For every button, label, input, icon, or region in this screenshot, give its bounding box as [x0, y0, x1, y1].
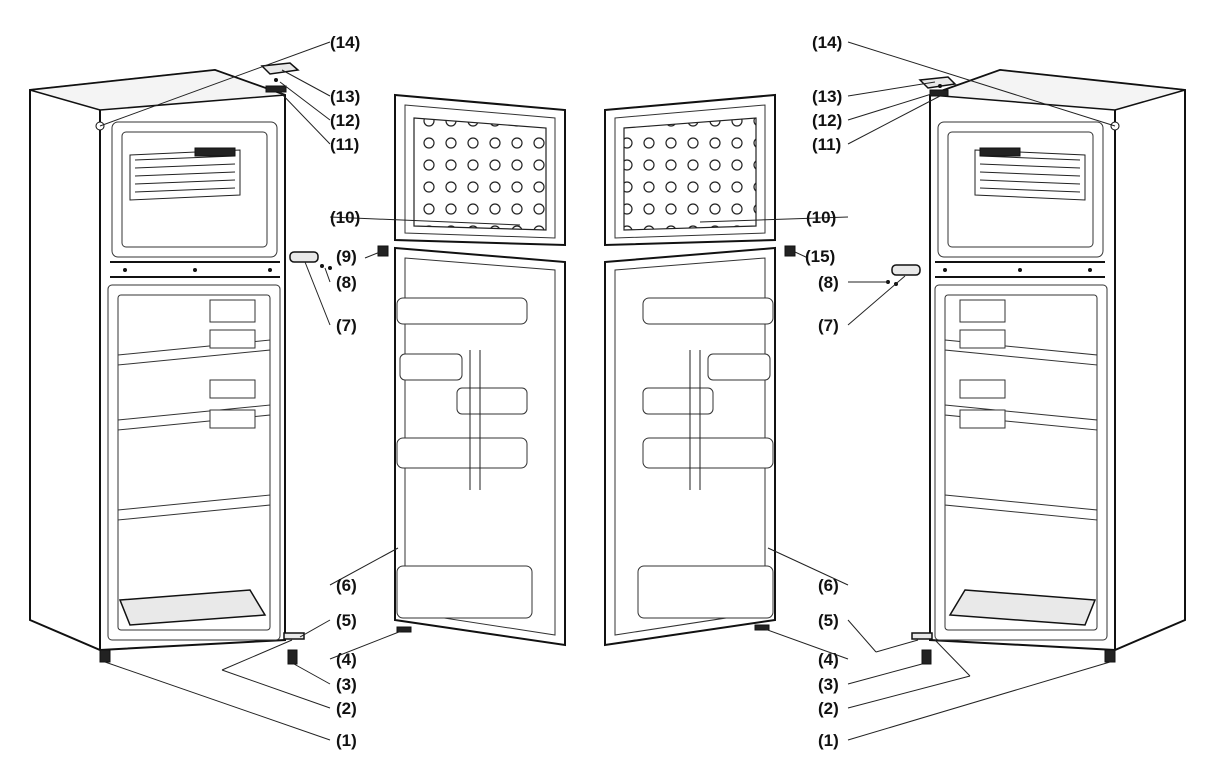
right-freezer-door: [604, 93, 776, 247]
leader-lines: [99, 41, 1116, 741]
label-13-left: (13): [330, 87, 360, 106]
label-13-right: (13): [812, 87, 842, 106]
label-10-right: (10): [806, 208, 836, 227]
label-7-left: (7): [336, 316, 357, 335]
label-7-right: (7): [818, 316, 839, 335]
label-5-right: (5): [818, 611, 839, 630]
small-parts: [260, 62, 957, 665]
label-6-left: (6): [336, 576, 357, 595]
left-freezer-door: [394, 93, 566, 247]
label-3-right: (3): [818, 675, 839, 694]
label-11-left: (11): [330, 135, 359, 154]
right-part-labels: (14) (13) (12) (11) (10) (15) (8) (7) (6…: [805, 33, 842, 750]
label-3-left: (3): [336, 675, 357, 694]
label-2-left: (2): [336, 699, 357, 718]
label-12-right: (12): [812, 111, 842, 130]
label-14-left: (14): [330, 33, 360, 52]
label-14-right: (14): [812, 33, 842, 52]
right-fridge-door: [604, 246, 776, 647]
right-cabinet: [929, 68, 1186, 663]
label-4-right: (4): [818, 650, 839, 669]
label-12-left: (12): [330, 111, 360, 130]
left-part-labels: (14) (13) (12) (11) (10) (9) (8) (7) (6)…: [330, 33, 360, 750]
label-10-left: (10): [330, 208, 360, 227]
left-cabinet: [29, 68, 286, 663]
label-6-right: (6): [818, 576, 839, 595]
label-1-left: (1): [336, 731, 357, 750]
label-15: (15): [805, 247, 835, 266]
label-11-right: (11): [812, 135, 841, 154]
label-8-right: (8): [818, 273, 839, 292]
label-1-right: (1): [818, 731, 839, 750]
label-9: (9): [336, 247, 357, 266]
label-2-right: (2): [818, 699, 839, 718]
label-8-left: (8): [336, 273, 357, 292]
label-4-left: (4): [336, 650, 357, 669]
label-5-left: (5): [336, 611, 357, 630]
left-fridge-door: [394, 246, 566, 647]
